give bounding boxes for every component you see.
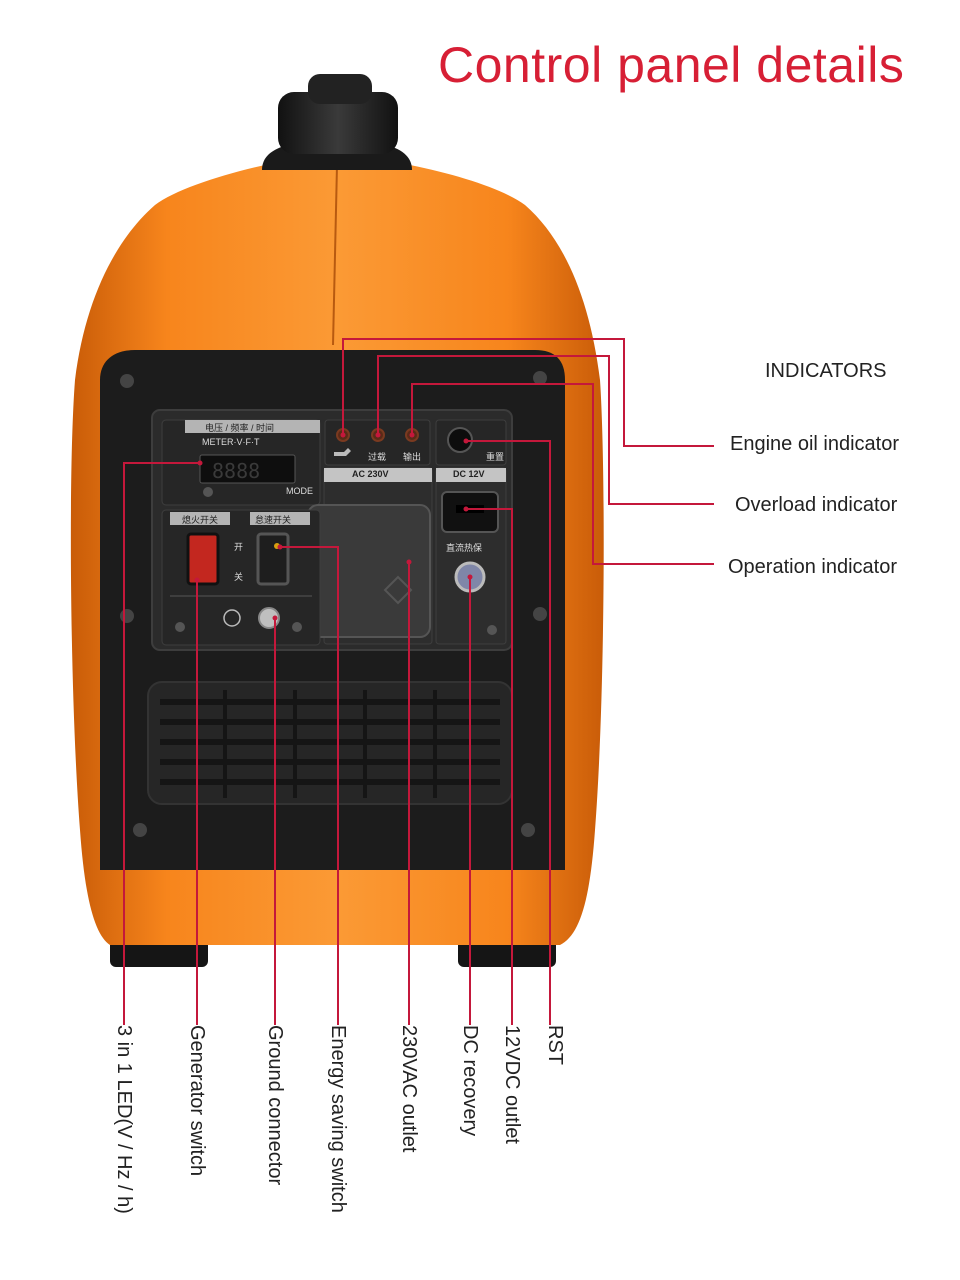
ac-230v-outlet[interactable] [307,504,431,638]
plate-screw [175,622,185,632]
ac-outlet-label: 230VAC outlet [398,1025,420,1153]
oil-can-icon [334,448,351,456]
ground-connector-label: Ground connector [264,1025,286,1186]
callout-dot [406,559,412,565]
ac-header [324,468,432,482]
callout-line-operation [411,383,714,565]
eco-cn-label: 怠速开关 [255,515,292,525]
ground-symbol-icon [223,609,241,627]
callout-dot [277,544,283,550]
fuel-cap [278,92,398,154]
plate-screw [487,625,497,635]
indicators-heading: INDICATORS [765,360,887,382]
mode-button[interactable] [203,487,213,497]
ac-label: AC 230V [352,469,389,479]
dc-recovery-label: DC recovery [459,1025,481,1137]
ignition-cn-label: 熄火开关 [182,515,219,525]
callout-line-overload [377,355,714,505]
callout-line-engine-oil [342,338,714,447]
outlet-cover-warning-icon [383,575,413,605]
callout-line-dc-outlet [466,508,513,1025]
callout-dot [272,615,278,621]
dc-header [436,468,506,482]
callout-line-energy-saving [280,546,339,1025]
operation-indicator-label: Operation indicator [728,556,897,578]
meter-header [185,420,320,433]
panel-screw [521,823,535,837]
dc-outlet-label: 12VDC outlet [501,1025,523,1144]
meter-label: METER·V·F·T [202,437,260,447]
overload-indicator-label: Overload indicator [735,494,898,516]
rst-label: RST [544,1025,566,1065]
dc-label: DC 12V [453,469,485,479]
led-label: 3 in 1 LED(V / Hz / h) [113,1025,135,1214]
callout-dot [463,438,469,444]
plate-screw [292,622,302,632]
grille-dividers [223,690,437,798]
callout-dot [463,506,469,512]
led-digits: 8888 [212,459,260,483]
generator-switch-label: Generator switch [186,1025,208,1177]
energy-saving-switch-label: Energy saving switch [327,1025,349,1213]
panel-screw [133,823,147,837]
dc-protect-cn-label: 直流热保 [446,543,483,553]
led-display[interactable] [199,454,296,484]
fuel-cap-top [308,74,372,104]
mode-label: MODE [286,486,313,496]
off-cn-label: 关 [234,572,244,582]
switch-header-right [250,512,310,525]
panel-screw [120,609,134,623]
switch-header-left [170,512,230,525]
meter-cn-label: 电压 / 频率 / 时间 [205,423,275,433]
body-seam [332,164,338,346]
callout-dot [409,432,415,438]
on-cn-label: 开 [234,542,244,552]
panel-screw [533,371,547,385]
output-cn-label: 输出 [403,452,422,462]
callout-line-led [123,462,200,1025]
callout-dot [197,460,203,466]
panel-screw [120,374,134,388]
panel-screw [533,607,547,621]
callout-line-rst [466,440,551,1025]
callout-dot [194,577,200,583]
grille-slats [160,699,500,785]
energy-saving-switch[interactable] [256,532,290,586]
callout-dot [375,432,381,438]
callout-dot [467,574,473,580]
generator-switch[interactable] [186,532,220,586]
page-title: Control panel details [438,37,905,93]
callout-dot [340,432,346,438]
overload-cn-label: 过载 [368,452,387,462]
reset-cn-label: 重置 [486,452,505,462]
engine-oil-indicator-label: Engine oil indicator [730,433,899,455]
